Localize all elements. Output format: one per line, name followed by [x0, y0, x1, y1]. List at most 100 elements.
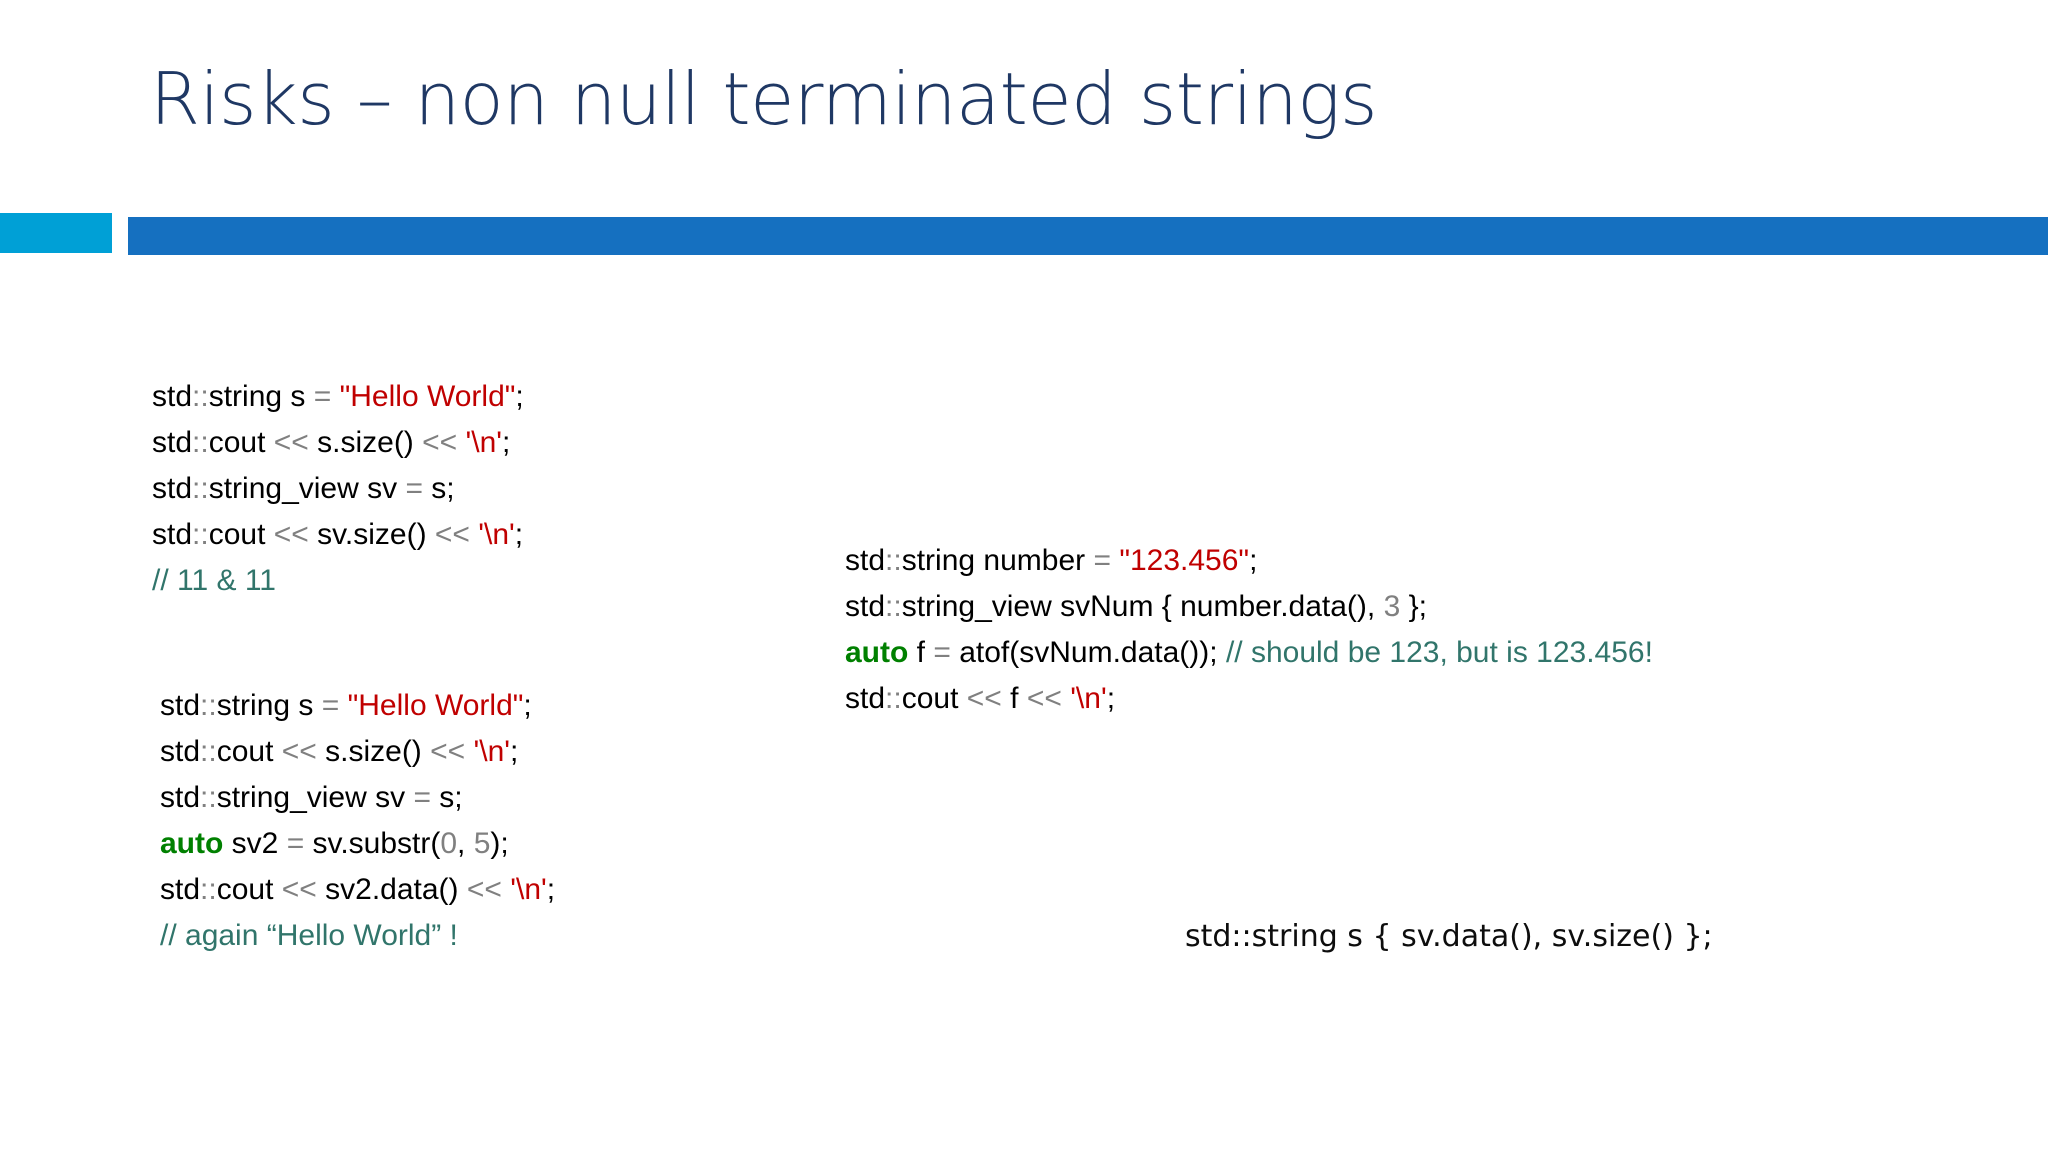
- code-token-plain: s;: [422, 472, 455, 505]
- code-block-atof-risk: std::string number = "123.456";std::stri…: [845, 538, 1653, 722]
- code-token-plain: ;: [1249, 544, 1258, 577]
- code-token-operator: =: [1093, 544, 1111, 577]
- title-accent-rule: [0, 213, 2048, 257]
- code-token-operator: <<: [281, 873, 317, 906]
- code-line: std::cout << sv.size() << '\n';: [152, 512, 524, 558]
- code-token-comment: // 11 & 11: [152, 564, 276, 597]
- code-token-plain: std: [160, 689, 201, 722]
- code-token-plain: cout: [901, 682, 967, 715]
- code-token-operator: <<: [273, 518, 309, 551]
- code-token-plain: std: [845, 544, 886, 577]
- code-token-operator: <<: [434, 518, 470, 551]
- code-token-operator: ::: [192, 472, 209, 505]
- code-token-operator: =: [321, 689, 340, 722]
- code-token-operator: <<: [466, 873, 502, 906]
- code-line: // 11 & 11: [152, 558, 524, 604]
- code-token-string: "123.456": [1119, 544, 1250, 577]
- code-token-plain: cout: [208, 518, 274, 551]
- code-line: auto f = atof(svNum.data()); // should b…: [845, 630, 1653, 676]
- code-token-plain: [1062, 682, 1070, 715]
- code-block-string-view-size: std::string s = "Hello World";std::cout …: [152, 374, 524, 604]
- code-token-operator: ::: [885, 682, 902, 715]
- code-token-plain: string s: [216, 689, 322, 722]
- code-token-string: '\n': [473, 735, 511, 768]
- code-token-string: '\n': [465, 426, 503, 459]
- code-line: std::cout << f << '\n';: [845, 676, 1653, 722]
- code-token-plain: );: [490, 827, 509, 860]
- code-line: std::cout << s.size() << '\n';: [152, 420, 524, 466]
- code-token-plain: ;: [1106, 682, 1116, 715]
- code-token-plain: ;: [510, 735, 519, 768]
- code-token-plain: ,: [457, 827, 474, 860]
- code-token-operator: <<: [966, 682, 1002, 715]
- code-token-plain: ;: [523, 689, 532, 722]
- code-line: std::string s = "Hello World";: [152, 374, 524, 420]
- code-token-operator: =: [405, 472, 423, 505]
- code-token-plain: sv.size(): [308, 518, 435, 551]
- code-token-operator: ::: [192, 518, 209, 551]
- code-line: std::string_view sv = s;: [160, 775, 555, 821]
- code-token-plain: std: [845, 682, 886, 715]
- code-token-plain: sv2.data(): [316, 873, 467, 906]
- code-token-operator: ::: [885, 590, 902, 623]
- code-token-operator: =: [413, 781, 431, 814]
- code-token-comment: // again “Hello World” !: [160, 919, 458, 952]
- page-title: Risks – non null terminated strings: [150, 57, 1377, 141]
- code-token-string: "Hello World": [339, 380, 516, 413]
- code-token-operator: ::: [885, 544, 902, 577]
- code-token-plain: string s: [208, 380, 314, 413]
- code-token-plain: sv.substr(: [304, 827, 441, 860]
- code-token-plain: sv2: [223, 827, 287, 860]
- code-token-comment: // should be 123, but is 123.456!: [1225, 636, 1653, 669]
- code-token-plain: [465, 735, 473, 768]
- code-line: // again “Hello World” !: [160, 913, 555, 959]
- code-token-operator: <<: [273, 426, 309, 459]
- code-token-operator: ::: [200, 689, 217, 722]
- code-token-plain: [457, 426, 465, 459]
- code-line: std::string s = "Hello World";: [160, 683, 555, 729]
- code-token-plain: ;: [514, 518, 524, 551]
- bottom-note-line: std::string s { sv.data(), sv.size() };: [1185, 919, 1713, 954]
- code-token-plain: std: [160, 735, 201, 768]
- code-token-operator: =: [933, 636, 951, 669]
- code-line: std::cout << s.size() << '\n';: [160, 729, 555, 775]
- code-token-string: '\n': [1070, 682, 1107, 715]
- code-token-plain: string_view sv: [216, 781, 414, 814]
- code-token-keyword: auto: [160, 827, 224, 860]
- code-token-plain: [331, 380, 339, 413]
- code-token-operator: ::: [200, 735, 217, 768]
- code-token-plain: cout: [208, 426, 274, 459]
- code-token-string: '\n': [510, 873, 547, 906]
- code-token-number: 5: [473, 827, 491, 860]
- code-line: std::cout << sv2.data() << '\n';: [160, 867, 555, 913]
- code-token-number: 0: [440, 827, 458, 860]
- code-token-plain: atof(svNum.data());: [950, 636, 1226, 669]
- code-token-string: '\n': [478, 518, 515, 551]
- code-token-plain: s.size(): [308, 426, 423, 459]
- code-line: std::string_view sv = s;: [152, 466, 524, 512]
- code-token-operator: <<: [281, 735, 317, 768]
- code-token-plain: };: [1400, 590, 1427, 623]
- code-token-operator: <<: [430, 735, 466, 768]
- code-token-string: "Hello World": [347, 689, 524, 722]
- accent-bar-blue: [128, 217, 2048, 255]
- code-token-plain: string number: [901, 544, 1094, 577]
- code-token-operator: =: [286, 827, 305, 860]
- code-token-plain: std: [152, 426, 193, 459]
- code-token-operator: <<: [1026, 682, 1062, 715]
- code-token-plain: string_view svNum { number.data(),: [901, 590, 1384, 623]
- code-token-keyword: auto: [845, 636, 909, 669]
- code-token-plain: cout: [216, 873, 282, 906]
- code-token-operator: =: [313, 380, 332, 413]
- code-token-plain: std: [160, 781, 201, 814]
- code-token-plain: std: [152, 380, 193, 413]
- code-token-plain: std: [845, 590, 886, 623]
- code-token-plain: f: [908, 636, 934, 669]
- accent-bar-cyan: [0, 213, 112, 253]
- code-token-plain: [339, 689, 347, 722]
- code-token-plain: std: [152, 518, 193, 551]
- code-token-operator: ::: [200, 873, 217, 906]
- code-line: auto sv2 = sv.substr(0, 5);: [160, 821, 555, 867]
- code-token-operator: ::: [200, 781, 217, 814]
